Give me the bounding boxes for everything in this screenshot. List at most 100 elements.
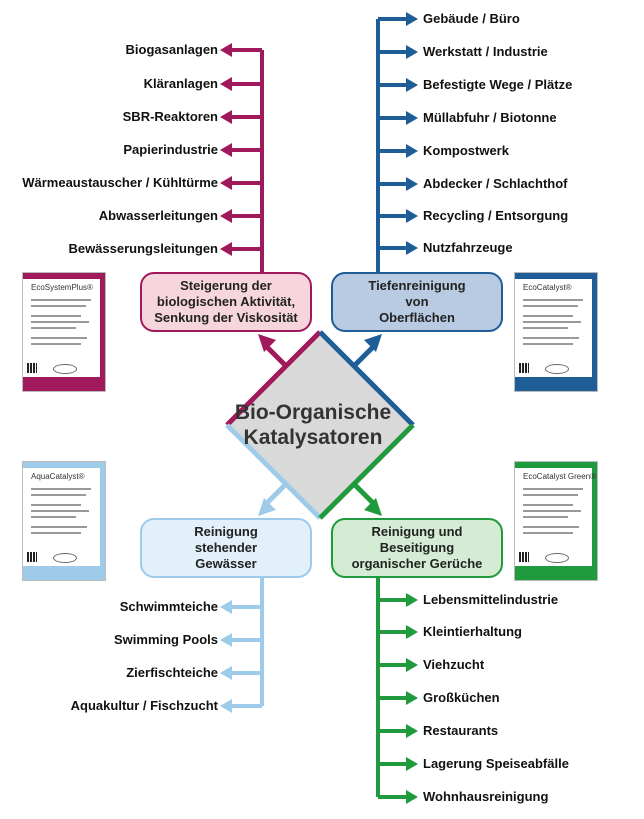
product-brand: EcoCatalyst Green® — [523, 472, 597, 481]
product-text-line — [31, 315, 81, 317]
qr-code-icon — [519, 552, 529, 562]
product-text-line — [31, 337, 87, 339]
box-bottom-left: Reinigung stehender Gewässer — [140, 518, 312, 578]
product-stripe — [515, 273, 597, 279]
product-footer — [515, 566, 597, 580]
product-text-line — [523, 299, 583, 301]
list-item: Biogasanlagen — [125, 42, 218, 57]
list-item: Wärmeaustauscher / Kühltürme — [22, 175, 218, 190]
product-footer — [23, 566, 105, 580]
product-sheet-ecosystemplus: EcoSystemPlus® — [22, 272, 106, 392]
diamond-edge-top-left — [225, 330, 322, 427]
product-stripe — [100, 462, 105, 580]
product-text-line — [31, 343, 81, 345]
diamond-edge-top-right — [318, 330, 415, 427]
logo-icon — [53, 364, 77, 374]
qr-code-icon — [519, 363, 529, 373]
product-text-line — [523, 494, 578, 496]
product-text-line — [523, 305, 578, 307]
list-item: Wohnhausreinigung — [423, 789, 549, 804]
product-sheet-aquacatalyst: AquaCatalyst® — [22, 461, 106, 581]
box-bottom-right-label: Reinigung und Beseitigung organischer Ge… — [351, 524, 483, 571]
branch-bottom-right-lines — [376, 578, 408, 799]
product-text-line — [523, 510, 581, 512]
logo-icon — [53, 553, 77, 563]
list-item: Swimming Pools — [113, 632, 218, 647]
logo-icon — [545, 364, 569, 374]
product-brand: AquaCatalyst® — [31, 472, 85, 481]
product-text-line — [31, 516, 76, 518]
list-item: Kläranlagen — [143, 76, 218, 91]
list-item: Müllabfuhr / Biotonne — [423, 110, 557, 125]
list-item: Großküchen — [423, 690, 500, 705]
list-item: Restaurants — [423, 723, 499, 738]
branch-top-right-lines — [376, 17, 408, 272]
product-text-line — [523, 327, 568, 329]
product-text-line — [31, 327, 76, 329]
product-text-line — [31, 299, 91, 301]
list-item: Schwimmteiche — [119, 599, 218, 614]
list-item: Werkstatt / Industrie — [423, 44, 548, 59]
diamond-arrow-bottom-right — [352, 482, 382, 516]
branch-bottom-right-arrowheads — [406, 593, 418, 804]
product-text-line — [523, 488, 583, 490]
product-brand: EcoSystemPlus® — [31, 283, 93, 292]
list-item: Papierindustrie — [123, 142, 218, 157]
list-item: Befestigte Wege / Plätze — [423, 77, 573, 92]
list-item: SBR-Reaktoren — [122, 109, 218, 124]
branch-top-left-arrowheads — [220, 43, 232, 256]
diamond-arrow-top-right — [352, 334, 382, 368]
list-item: Lagerung Speiseabfälle — [423, 756, 569, 771]
box-top-left: Steigerung der biologischen Aktivität, S… — [140, 272, 312, 332]
list-item: Viehzucht — [423, 657, 485, 672]
branch-top-right-arrowheads — [406, 12, 418, 255]
box-bottom-left-label: Reinigung stehender Gewässer — [194, 524, 258, 571]
qr-code-icon — [27, 363, 37, 373]
product-stripe — [515, 462, 597, 468]
product-text-line — [31, 305, 86, 307]
product-footer — [515, 377, 597, 391]
product-text-line — [523, 337, 579, 339]
product-text-line — [31, 510, 89, 512]
list-item: Nutzfahrzeuge — [423, 240, 513, 255]
product-text-line — [523, 526, 579, 528]
center-title: Bio-Organische Katalysatoren — [234, 401, 392, 449]
list-item: Bewässerungsleitungen — [68, 241, 218, 256]
product-stripe — [592, 273, 597, 391]
list-item: Gebäude / Büro — [423, 11, 520, 26]
qr-code-icon — [27, 552, 37, 562]
product-text-line — [523, 516, 568, 518]
product-text-line — [31, 494, 86, 496]
product-sheet-ecocatalyst-green: EcoCatalyst Green® — [514, 461, 598, 581]
diamond-arrow-bottom-left — [258, 482, 288, 516]
list-item: Abdecker / Schlachthof — [423, 176, 568, 191]
diamond-edge-bottom-left — [225, 423, 322, 520]
list-item: Kompostwerk — [423, 143, 509, 158]
box-top-right: Tiefenreinigung von Oberflächen — [331, 272, 503, 332]
list-item: Kleintierhaltung — [423, 624, 522, 639]
product-brand: EcoCatalyst® — [523, 283, 572, 292]
box-bottom-right: Reinigung und Beseitigung organischer Ge… — [331, 518, 503, 578]
product-text-line — [31, 488, 91, 490]
product-footer — [23, 377, 105, 391]
product-stripe — [100, 273, 105, 391]
branch-bottom-left-lines — [230, 578, 264, 708]
product-text-line — [31, 504, 81, 506]
product-text-line — [31, 321, 89, 323]
product-text-line — [523, 321, 581, 323]
product-text-line — [31, 532, 81, 534]
list-item: Recycling / Entsorgung — [423, 208, 569, 223]
diamond-edge-bottom-right — [318, 423, 415, 520]
branch-bottom-left-arrowheads — [220, 600, 232, 713]
logo-icon — [545, 553, 569, 563]
product-stripe — [23, 273, 105, 279]
box-top-left-label: Steigerung der biologischen Aktivität, S… — [154, 278, 298, 325]
product-text-line — [523, 343, 573, 345]
branch-top-left-lines — [230, 48, 264, 272]
list-item: Zierfischteiche — [126, 665, 218, 680]
product-stripe — [23, 462, 105, 468]
diamond-arrow-top-left — [258, 334, 288, 368]
list-item: Abwasserleitungen — [98, 208, 218, 223]
product-text-line — [523, 532, 573, 534]
